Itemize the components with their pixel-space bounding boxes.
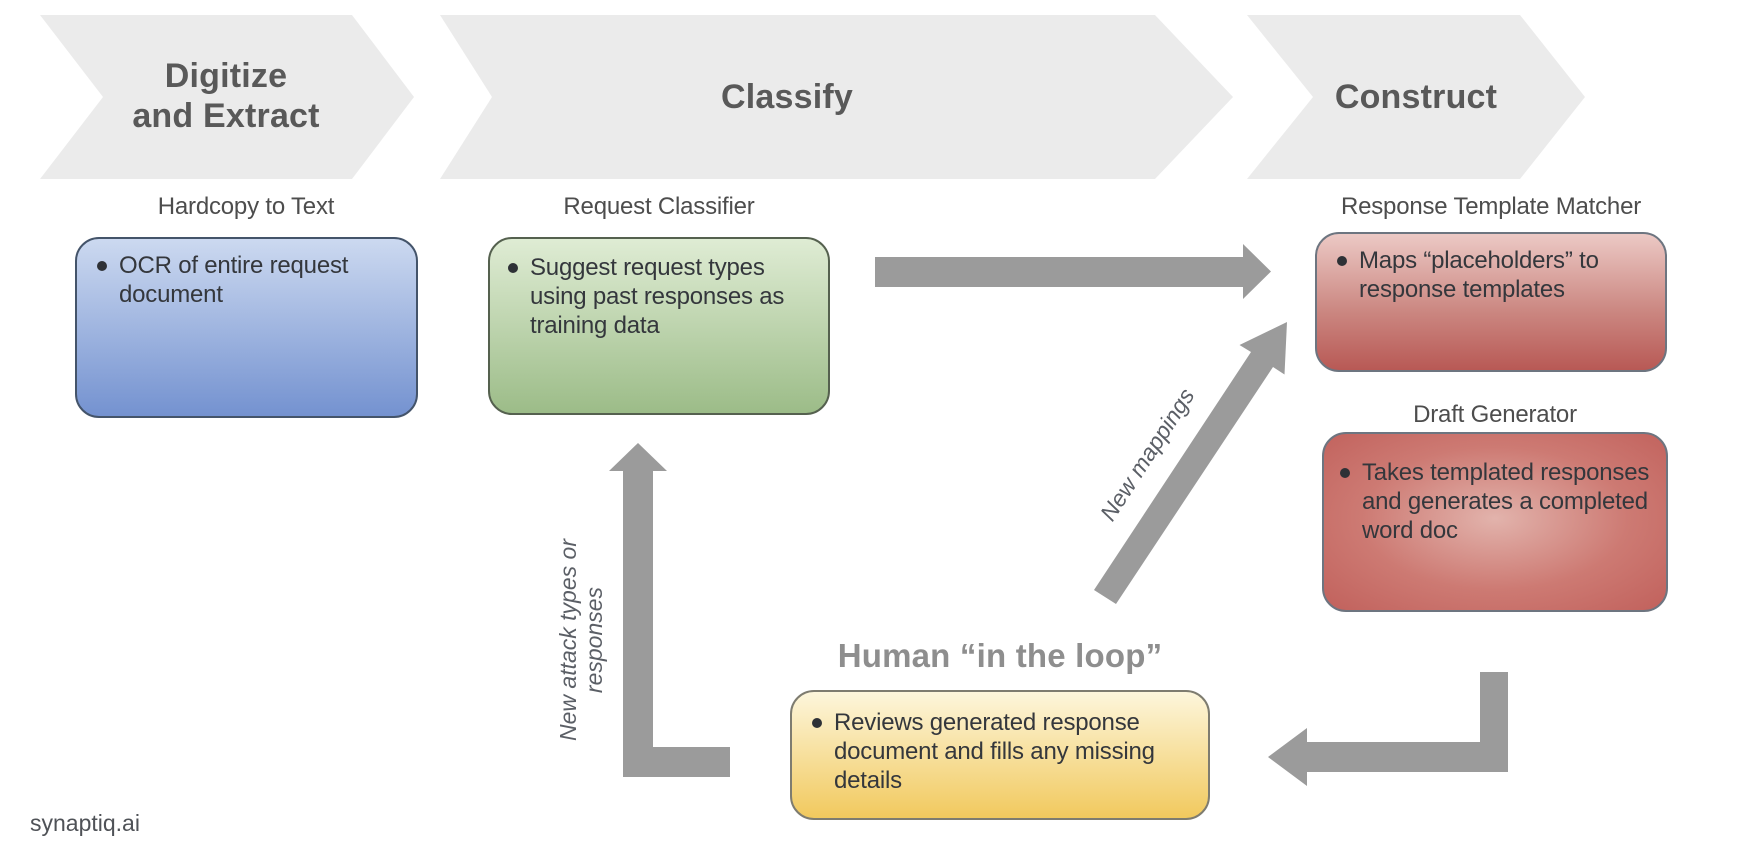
phase-chevron-classify xyxy=(440,15,1233,179)
label-request-classifier: Request Classifier xyxy=(563,193,755,220)
arrow-human-to-classifier-shaft xyxy=(623,468,730,777)
bullet-item: Suggest request types using past respons… xyxy=(508,253,812,340)
arrow-draft-to-human xyxy=(1268,672,1508,786)
phase-title-classify: Classify xyxy=(587,77,987,117)
bullet-dot xyxy=(1337,256,1347,266)
bullet-item: Takes templated responses and generates … xyxy=(1340,458,1652,545)
bullet-text: OCR of entire request document xyxy=(119,252,349,308)
phase-title-line: and Extract xyxy=(132,97,320,135)
label-hardcopy-to-text: Hardcopy to Text xyxy=(157,193,335,220)
label-draft-generator: Draft Generator xyxy=(1413,401,1577,428)
bullet-text: Suggest request types using past respons… xyxy=(530,254,785,339)
phase-title-construct: Construct xyxy=(1216,77,1616,117)
phase-title-digitize-and-extract: Digitize and Extract xyxy=(96,56,356,136)
node-request-classifier: Suggest request types using past respons… xyxy=(488,237,830,415)
bullet-text: Reviews generated response document and … xyxy=(834,709,1155,794)
human-in-the-loop-title: Human “in the loop” xyxy=(837,637,1163,674)
bullet-text: Maps “placeholders” to response template… xyxy=(1359,247,1599,303)
label-response-template-matcher: Response Template Matcher xyxy=(1340,193,1642,220)
arrow-human-to-classifier-head xyxy=(609,443,667,471)
brand-synaptiq: synaptiq.ai xyxy=(30,810,140,836)
node-hardcopy-to-text: OCR of entire request document xyxy=(75,237,418,418)
node-draft-generator: Takes templated responses and generates … xyxy=(1322,432,1668,612)
arrow-classifier-to-matcher xyxy=(875,244,1271,299)
bullet-dot xyxy=(97,261,107,271)
phase-title-line: Digitize xyxy=(164,57,288,95)
bullet-item: Reviews generated response document and … xyxy=(812,708,1188,795)
bullet-item: OCR of entire request document xyxy=(97,251,400,309)
bullet-dot xyxy=(508,263,518,273)
bullet-dot xyxy=(1340,468,1350,478)
bullet-item: Maps “placeholders” to response template… xyxy=(1337,246,1649,304)
arrow-human-to-matcher xyxy=(1094,322,1287,604)
bullet-text: Takes templated responses and generates … xyxy=(1362,459,1650,544)
phase-title-line: Classify xyxy=(720,78,853,116)
phase-title-line: Construct xyxy=(1334,78,1498,116)
node-human-in-the-loop: Reviews generated response document and … xyxy=(790,690,1210,820)
bullet-dot xyxy=(812,718,822,728)
node-response-template-matcher: Maps “placeholders” to response template… xyxy=(1315,232,1667,372)
